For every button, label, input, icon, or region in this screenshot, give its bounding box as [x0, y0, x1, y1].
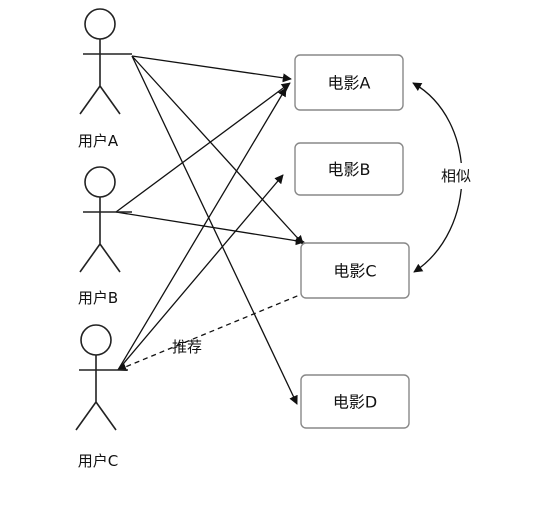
user-figure-a: 用户A [78, 8, 132, 150]
movie-label-b: 电影B [328, 160, 371, 179]
movie-label-d: 电影D [333, 393, 377, 412]
movie-label-a: 电影A [328, 74, 371, 93]
movie-label-c: 电影C [333, 262, 376, 281]
user-label-a: 用户A [78, 132, 119, 150]
user-body-icon [79, 197, 132, 273]
movie-node-d: 电影D [300, 374, 410, 429]
rating-arrow-b-c [115, 211, 305, 246]
user-figure-c: 用户C [75, 324, 128, 470]
movie-box [300, 374, 410, 429]
movie-node-b: 电影B [294, 142, 404, 196]
similarity-label-bg [433, 163, 479, 189]
rating-arrow-b-a [115, 82, 291, 213]
movie-box [294, 54, 404, 111]
user-head-icon [84, 8, 116, 40]
recommend-arrow-c-c [117, 293, 303, 372]
user-figure-b: 用户B [78, 166, 132, 307]
user-label-c: 用户C [78, 452, 118, 470]
user-label-b: 用户B [78, 289, 118, 307]
movie-node-a: 电影A [294, 54, 404, 111]
rating-arrow-c-a [117, 87, 287, 371]
recommend-label: 推荐 [172, 338, 202, 356]
similarity-label: 相似 [441, 167, 471, 185]
user-body-icon [75, 355, 128, 431]
movie-node-c: 电影C [300, 242, 410, 299]
movie-box [300, 242, 410, 299]
movie-box [294, 142, 404, 196]
user-head-icon [84, 166, 116, 198]
rating-arrow-a-a [131, 55, 292, 83]
rating-arrow-a-d [131, 55, 298, 405]
user-head-icon [80, 324, 112, 356]
rating-arrow-a-c [131, 55, 304, 245]
user-body-icon [79, 39, 132, 115]
rating-arrow-c-b [117, 174, 284, 371]
